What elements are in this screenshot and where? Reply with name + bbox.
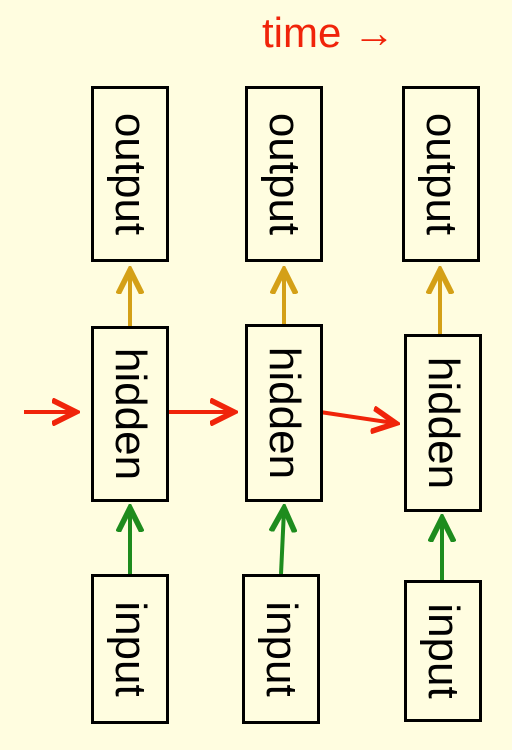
input-arrow-2 [281,510,284,575]
hidden-label-3: hidden [419,356,468,490]
input-label-3: input [419,603,468,699]
input-box-3: input [404,580,482,722]
input-label-1: input [106,601,155,697]
output-label-2: output [260,112,309,236]
input-box-2: input [242,574,320,724]
recurrent-arrow-2-3 [319,412,394,423]
output-label-3: output [417,112,466,236]
hidden-label-1: hidden [106,347,155,481]
output-label-1: output [106,112,155,236]
input-label-2: input [257,601,306,697]
output-box-2: output [245,86,323,262]
hidden-box-3: hidden [404,334,482,512]
hidden-box-1: hidden [91,326,169,502]
hidden-label-2: hidden [260,346,309,480]
input-box-1: input [91,574,169,724]
output-box-3: output [402,86,480,262]
output-box-1: output [91,86,169,262]
hidden-box-2: hidden [245,324,323,502]
time-label: time → [262,9,396,56]
